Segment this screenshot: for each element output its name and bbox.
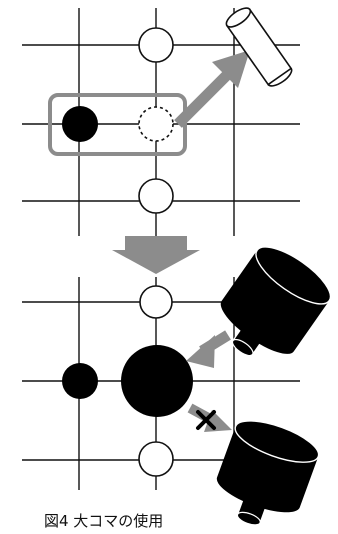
large-black-stone (121, 345, 193, 417)
white-stone (139, 285, 173, 319)
down-arrow-icon (112, 236, 200, 274)
figure-caption: 図4 大コマの使用 (44, 512, 164, 530)
arrow-icon (186, 330, 231, 368)
white-stone (138, 178, 174, 214)
arrow-icon (174, 50, 250, 128)
white-stone (138, 441, 174, 477)
black-cylinder-icon (216, 420, 320, 526)
cross-icon (196, 410, 216, 430)
white-cylinder-icon (225, 7, 293, 87)
black-stone (62, 363, 98, 399)
black-cylinder-icon (220, 246, 332, 357)
black-stone (62, 106, 98, 142)
bottom-panel (22, 246, 332, 526)
top-panel (22, 7, 300, 236)
removed-stone (138, 106, 174, 142)
white-stone (138, 27, 174, 63)
